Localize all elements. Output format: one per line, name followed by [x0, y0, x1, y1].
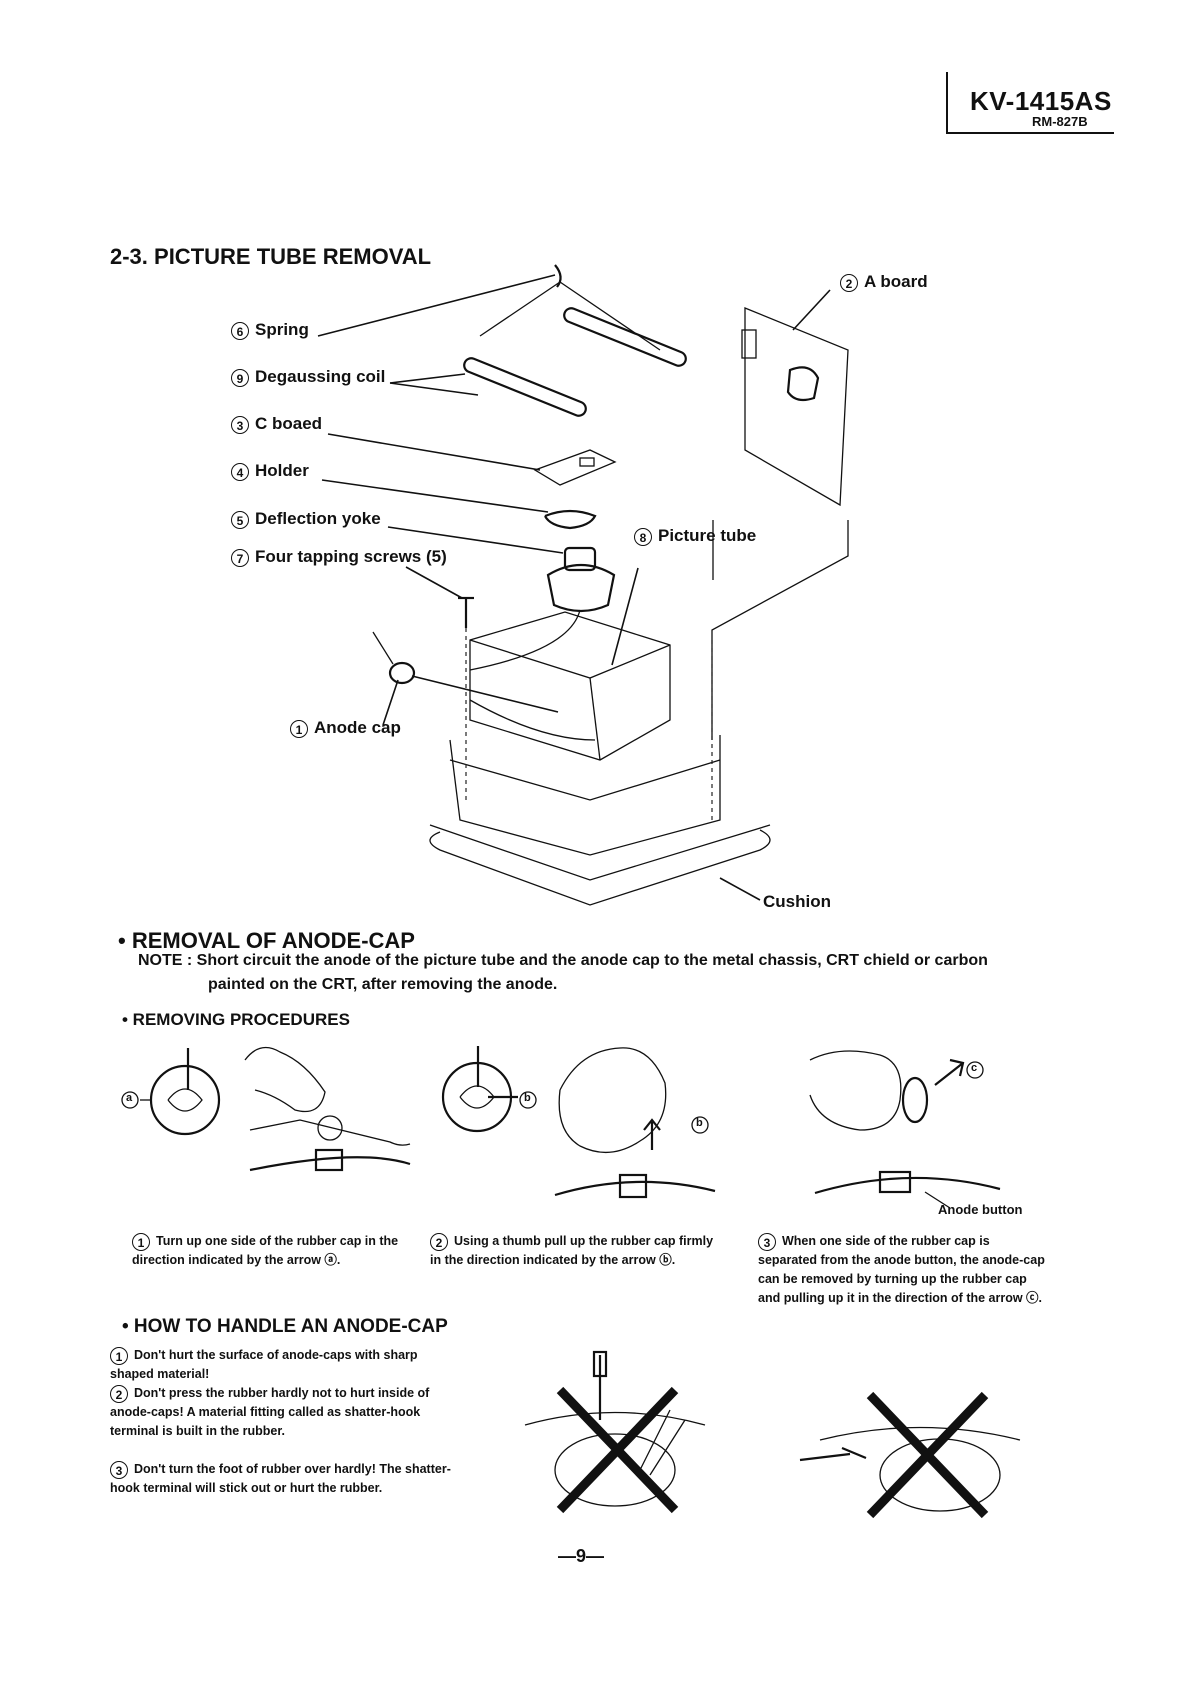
- removal-title: • REMOVAL OF ANODE-CAP: [118, 928, 415, 953]
- section-title: 2-3. PICTURE TUBE REMOVAL: [110, 244, 432, 269]
- handle-title: • HOW TO HANDLE AN ANODE-CAP: [122, 1316, 448, 1337]
- marker-a: a: [126, 1092, 133, 1104]
- anode-button-label: Anode button: [938, 1202, 1023, 1217]
- sub-model-number: RM-827B: [1032, 114, 1088, 129]
- marker-b-2: b: [696, 1117, 703, 1129]
- note-line-1: NOTE : Short circuit the anode of the pi…: [138, 952, 988, 969]
- model-header-box: [946, 72, 1114, 134]
- procedures-title: • REMOVING PROCEDURES: [122, 1010, 350, 1029]
- model-number: KV-1415AS: [970, 86, 1112, 116]
- note-line-2: painted on the CRT, after removing the a…: [208, 976, 558, 993]
- label-cushion: Cushion: [763, 892, 831, 911]
- marker-b-1: b: [524, 1092, 531, 1104]
- page-number: —9—: [558, 1546, 605, 1566]
- marker-c: c: [971, 1062, 978, 1074]
